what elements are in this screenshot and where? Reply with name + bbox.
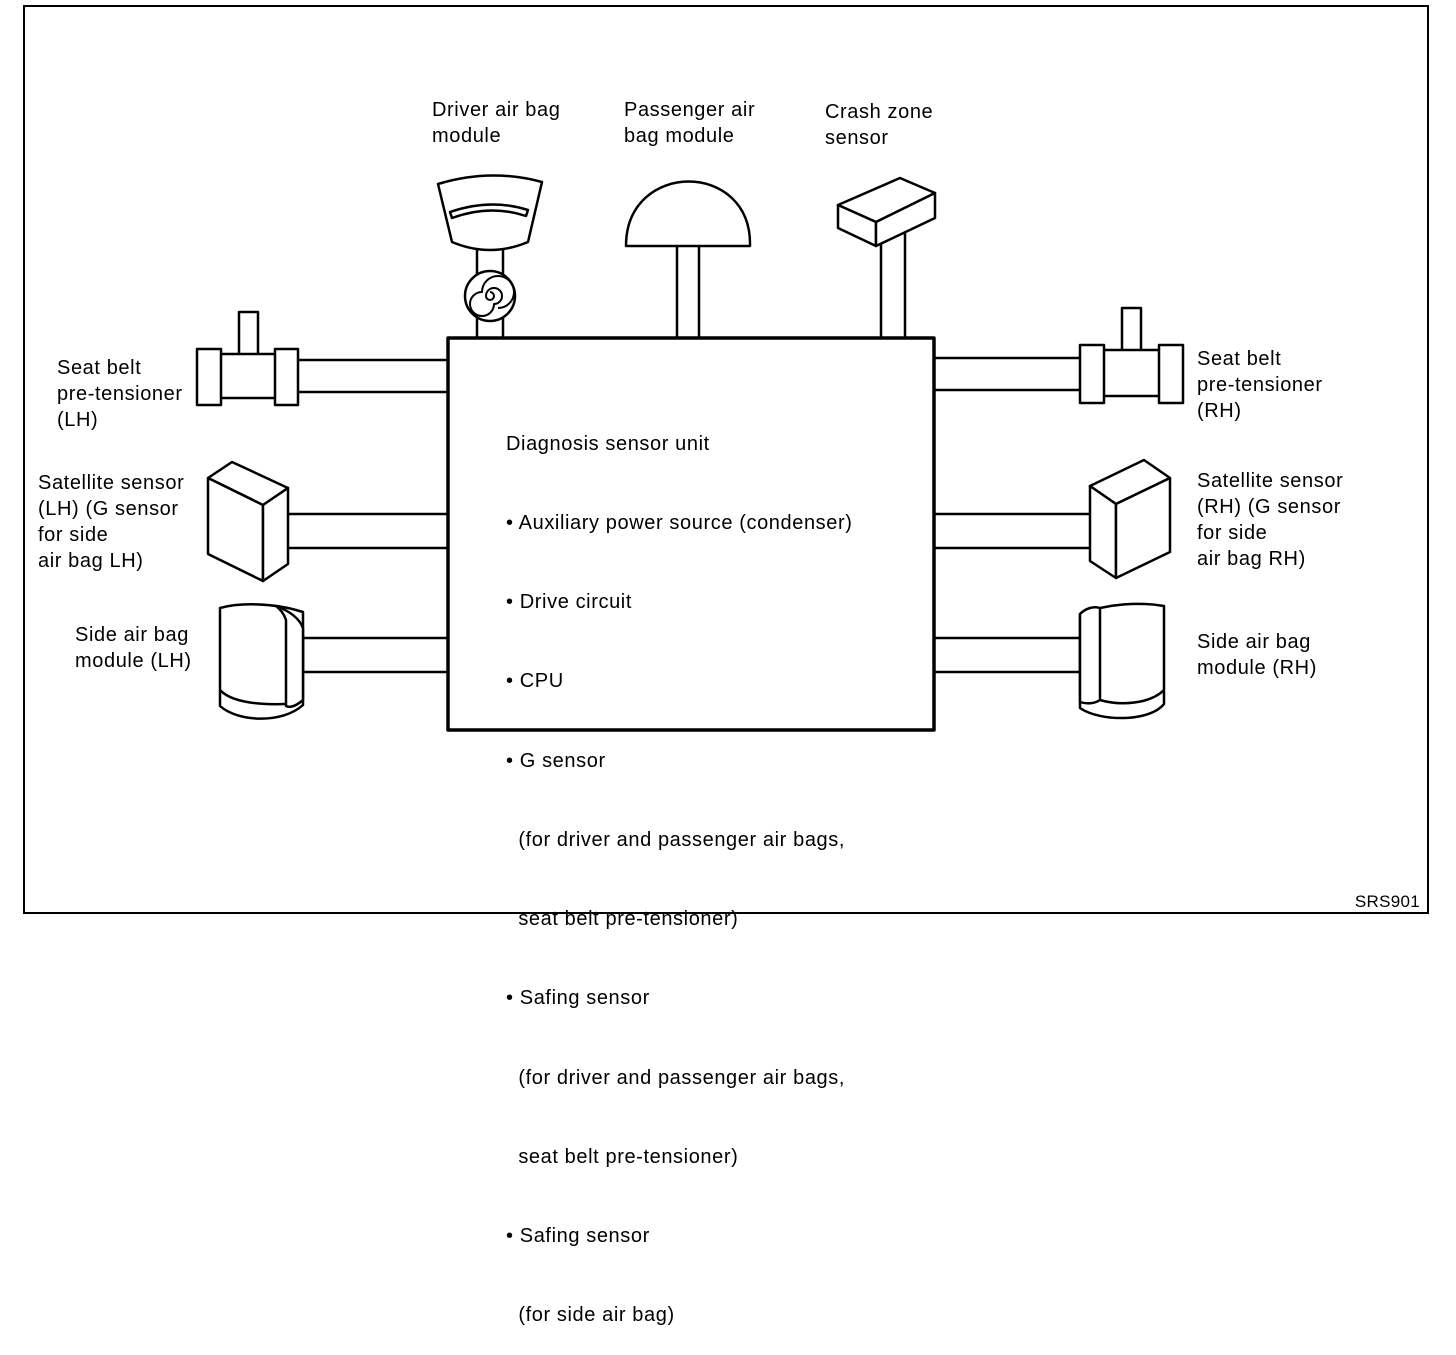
seatbelt-rh-connector (930, 356, 1084, 392)
diagnosis-unit-item: • CPU (506, 670, 564, 693)
diagnosis-unit-item: (for driver and passenger air bags, (506, 828, 846, 851)
side-airbag-rh-connector (930, 636, 1082, 674)
driver-airbag-label: Driver air bag module (432, 99, 561, 147)
crash-zone-sensor-label: Crash zone sensor (825, 101, 934, 149)
side-airbag-lh-icon (218, 603, 305, 720)
satellite-sensor-rh-icon (1088, 458, 1172, 580)
side-airbag-lh-connector (301, 636, 452, 674)
diagnosis-unit-item: • Drive circuit (506, 591, 633, 614)
passenger-airbag-label: Passenger air bag module (624, 99, 756, 147)
seatbelt-pretensioner-lh-icon (195, 310, 300, 407)
satellite-lh-label: Satellite sensor (LH) (G sensor for side… (38, 472, 185, 572)
passenger-connector (675, 243, 701, 342)
diagnosis-unit-title: Diagnosis sensor unit (506, 432, 710, 455)
satellite-rh-label: Satellite sensor (RH) (G sensor for side… (1197, 470, 1344, 570)
seatbelt-pretensioner-rh-icon (1078, 306, 1185, 405)
side-airbag-lh-label: Side air bag module (LH) (75, 624, 192, 672)
diagnosis-unit-item: • G sensor (506, 749, 606, 772)
driver-airbag-icon (436, 174, 544, 323)
seatbelt-lh-connector (294, 358, 452, 394)
satellite-lh-connector (284, 512, 452, 550)
diagnosis-sensor-unit-box (446, 336, 936, 732)
seatbelt-lh-label: Seat belt pre-tensioner (LH) (57, 357, 183, 431)
figure-frame (23, 5, 1429, 914)
figure-code: SRS901 (1354, 892, 1420, 911)
diagram-drawing (195, 174, 1185, 732)
diagnosis-unit-item: • Safing sensor (506, 987, 650, 1010)
satellite-sensor-lh-icon (206, 460, 290, 583)
diagnosis-sensor-unit-text: Diagnosis sensor unit • Auxiliary power … (506, 378, 853, 1355)
side-airbag-rh-icon (1078, 602, 1166, 720)
seatbelt-rh-label: Seat belt pre-tensioner (RH) (1197, 348, 1323, 422)
satellite-rh-connector (930, 512, 1094, 550)
diagnosis-unit-item: • Safing sensor (506, 1225, 650, 1247)
diagnosis-unit-item: seat belt pre-tensioner) (506, 1145, 739, 1168)
diagnosis-unit-item: (for driver and passenger air bags, (506, 1066, 846, 1089)
passenger-airbag-icon (624, 180, 752, 248)
diagnosis-unit-item: seat belt pre-tensioner) (506, 908, 739, 931)
diagnosis-unit-item: (for side air bag) (506, 1304, 675, 1327)
crash-zone-sensor-icon (836, 176, 937, 248)
side-airbag-rh-label: Side air bag module (RH) (1197, 631, 1317, 679)
crash-sensor-connector (879, 230, 907, 342)
diagnosis-unit-item: • Auxiliary power source (condenser) (506, 512, 853, 535)
